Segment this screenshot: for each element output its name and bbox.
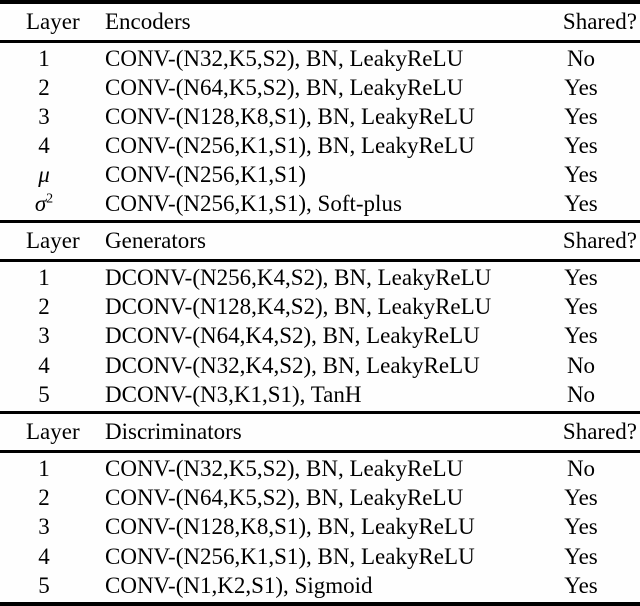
generators-header-rule: [0, 259, 640, 262]
description-cell: CONV-(N256,K1,S1), BN, LeakyReLU: [105, 543, 475, 569]
layer-cell: 1: [38, 45, 50, 71]
table-row: 2 CONV-(N64,K5,S2), BN, LeakyReLU Yes: [0, 485, 640, 512]
layer-cell: μ: [38, 162, 50, 188]
description-cell: CONV-(N128,K8,S1), BN, LeakyReLU: [105, 514, 475, 540]
layer-cell: 3: [38, 514, 50, 540]
table-row: 1 CONV-(N32,K5,S2), BN, LeakyReLU No: [0, 455, 640, 482]
layer-cell: 2: [38, 294, 50, 320]
column-header-layer: Layer: [26, 9, 80, 34]
shared-cell: No: [566, 382, 596, 408]
layer-cell: 4: [38, 133, 50, 159]
section-title-encoders: Encoders: [105, 9, 191, 34]
table-row: 5 CONV-(N1,K2,S1), Sigmoid Yes: [0, 573, 640, 600]
description-cell: DCONV-(N3,K1,S1), TanH: [105, 382, 362, 408]
description-cell: CONV-(N128,K8,S1), BN, LeakyReLU: [105, 103, 475, 129]
layer-cell: 1: [38, 455, 50, 481]
shared-cell: No: [566, 352, 596, 378]
column-header-shared: Shared?: [562, 9, 637, 34]
table-row: 2 DCONV-(N128,K4,S2), BN, LeakyReLU Yes: [0, 294, 640, 321]
column-header-shared: Shared?: [562, 419, 637, 444]
table-row: 1 CONV-(N32,K5,S2), BN, LeakyReLU No: [0, 45, 640, 72]
shared-cell: Yes: [564, 264, 598, 290]
description-cell: CONV-(N32,K5,S2), BN, LeakyReLU: [105, 45, 464, 71]
shared-cell: Yes: [564, 573, 598, 599]
description-cell: DCONV-(N128,K4,S2), BN, LeakyReLU: [105, 294, 492, 320]
layer-cell: 5: [38, 573, 50, 599]
shared-cell: Yes: [564, 485, 598, 511]
description-cell: CONV-(N64,K5,S2), BN, LeakyReLU: [105, 485, 464, 511]
layer-cell: 5: [38, 382, 50, 408]
description-cell: DCONV-(N256,K4,S2), BN, LeakyReLU: [105, 264, 492, 290]
shared-cell: Yes: [564, 514, 598, 540]
table-row: μ CONV-(N256,K1,S1) Yes: [0, 162, 640, 189]
description-cell: CONV-(N1,K2,S1), Sigmoid: [105, 573, 373, 599]
column-header-shared: Shared?: [562, 228, 637, 253]
section-title-discriminators: Discriminators: [105, 419, 242, 444]
description-cell: DCONV-(N64,K4,S2), BN, LeakyReLU: [105, 323, 480, 349]
description-cell: CONV-(N256,K1,S1), Soft-plus: [105, 191, 402, 217]
table-row: 1 DCONV-(N256,K4,S2), BN, LeakyReLU Yes: [0, 264, 640, 291]
description-cell: CONV-(N32,K5,S2), BN, LeakyReLU: [105, 455, 464, 481]
generators-header-row: Layer Generators Shared?: [0, 223, 640, 259]
layer-cell: 2: [38, 485, 50, 511]
layer-cell: 1: [38, 264, 50, 290]
table-row: 3 CONV-(N128,K8,S1), BN, LeakyReLU Yes: [0, 514, 640, 541]
discriminators-header-row: Layer Discriminators Shared?: [0, 414, 640, 450]
shared-cell: Yes: [564, 191, 598, 217]
table-row: 3 CONV-(N128,K8,S1), BN, LeakyReLU Yes: [0, 103, 640, 130]
shared-cell: Yes: [564, 74, 598, 100]
description-cell: CONV-(N64,K5,S2), BN, LeakyReLU: [105, 74, 464, 100]
encoders-header-row: Layer Encoders Shared?: [0, 4, 640, 40]
shared-cell: No: [566, 455, 596, 481]
description-cell: CONV-(N256,K1,S1): [105, 162, 307, 188]
description-cell: CONV-(N256,K1,S1), BN, LeakyReLU: [105, 133, 475, 159]
description-cell: DCONV-(N32,K4,S2), BN, LeakyReLU: [105, 352, 480, 378]
shared-cell: Yes: [564, 162, 598, 188]
section-title-generators: Generators: [105, 228, 206, 253]
discriminators-header-rule: [0, 450, 640, 453]
shared-cell: No: [566, 45, 596, 71]
encoders-rows: 1 CONV-(N32,K5,S2), BN, LeakyReLU No 2 C…: [0, 43, 640, 220]
layer-cell: σ2: [34, 191, 54, 217]
shared-cell: Yes: [564, 543, 598, 569]
shared-cell: Yes: [564, 294, 598, 320]
table-row: 5 DCONV-(N3,K1,S1), TanH No: [0, 382, 640, 409]
table-row: 2 CONV-(N64,K5,S2), BN, LeakyReLU Yes: [0, 74, 640, 101]
table-row: 3 DCONV-(N64,K4,S2), BN, LeakyReLU Yes: [0, 323, 640, 350]
layer-cell: 4: [38, 543, 50, 569]
section-rule: [0, 411, 640, 414]
shared-cell: Yes: [564, 323, 598, 349]
table-row: 4 CONV-(N256,K1,S1), BN, LeakyReLU Yes: [0, 133, 640, 160]
table-row: σ2 CONV-(N256,K1,S1), Soft-plus Yes: [0, 191, 640, 218]
table-row: 4 DCONV-(N32,K4,S2), BN, LeakyReLU No: [0, 352, 640, 379]
column-header-layer: Layer: [26, 228, 80, 253]
section-rule: [0, 220, 640, 223]
bottom-rule: [0, 602, 640, 606]
layer-cell: 3: [38, 323, 50, 349]
shared-cell: Yes: [564, 103, 598, 129]
layer-cell: 3: [38, 103, 50, 129]
table-row: 4 CONV-(N256,K1,S1), BN, LeakyReLU Yes: [0, 543, 640, 570]
generators-rows: 1 DCONV-(N256,K4,S2), BN, LeakyReLU Yes …: [0, 262, 640, 411]
layer-cell: 4: [38, 352, 50, 378]
layer-cell: 2: [38, 74, 50, 100]
column-header-layer: Layer: [26, 419, 80, 444]
shared-cell: Yes: [564, 133, 598, 159]
top-rule: [0, 0, 640, 4]
encoders-header-rule: [0, 40, 640, 43]
discriminators-rows: 1 CONV-(N32,K5,S2), BN, LeakyReLU No 2 C…: [0, 453, 640, 602]
